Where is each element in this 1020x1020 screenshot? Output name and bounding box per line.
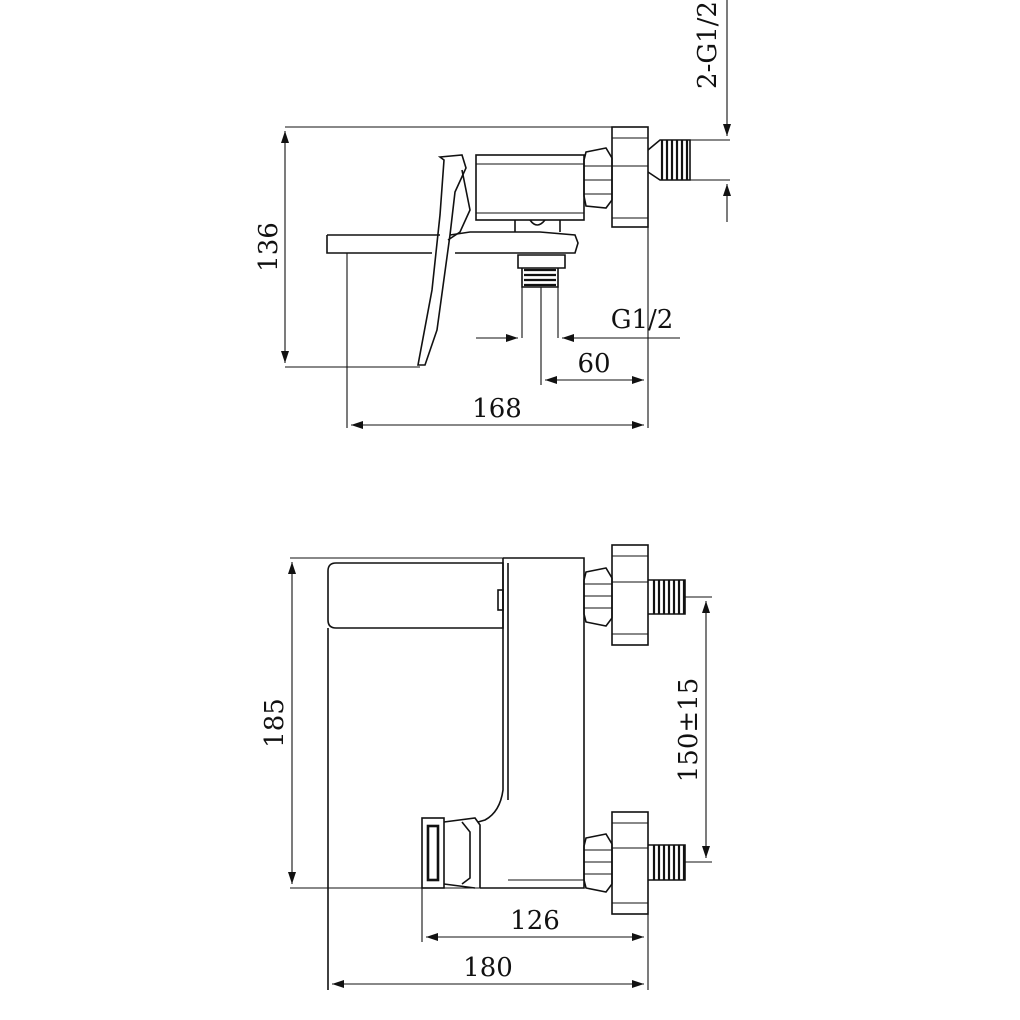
lever-curve bbox=[447, 169, 471, 241]
dim-label-2g12: 2-G1/2 bbox=[693, 1, 723, 89]
lever-end-inner bbox=[426, 824, 440, 882]
lever-neck bbox=[443, 817, 481, 889]
side-inlet-thread bbox=[647, 139, 730, 181]
upper-nut bbox=[583, 567, 613, 627]
wall-flange bbox=[611, 126, 649, 228]
dim-label-126: 126 bbox=[510, 906, 560, 936]
dim-label-150: 150±15 bbox=[674, 678, 704, 783]
dim-label-185: 185 bbox=[260, 698, 290, 748]
lever-handle bbox=[417, 154, 467, 366]
lever-end-outer bbox=[421, 817, 445, 889]
upper-inlet-thread bbox=[648, 579, 712, 615]
body-neck bbox=[514, 219, 561, 232]
upper-flange bbox=[611, 544, 649, 646]
body-notch bbox=[497, 589, 504, 611]
lever-neck-inner bbox=[461, 821, 471, 885]
spout-top bbox=[327, 562, 504, 629]
spout-plate bbox=[326, 231, 579, 254]
hex-nut bbox=[583, 147, 613, 209]
body-outline-right bbox=[480, 557, 585, 889]
dim-label-g12: G1/2 bbox=[611, 305, 674, 335]
mixer-body bbox=[475, 154, 585, 221]
dim-label-60: 60 bbox=[577, 349, 610, 379]
bottom-outlet-thread bbox=[517, 254, 566, 385]
dim-label-180: 180 bbox=[463, 953, 513, 983]
lower-flange bbox=[611, 811, 649, 915]
body-inner-curve bbox=[477, 558, 504, 823]
top-view: 185 150±15 126 180 bbox=[260, 544, 712, 990]
dim-label-136: 136 bbox=[254, 222, 284, 272]
dim-label-168: 168 bbox=[472, 394, 522, 424]
side-view: 136 G1/2 60 168 2-G1/2 bbox=[254, 0, 731, 429]
lower-inlet-thread bbox=[648, 844, 712, 881]
lower-nut bbox=[583, 833, 613, 893]
